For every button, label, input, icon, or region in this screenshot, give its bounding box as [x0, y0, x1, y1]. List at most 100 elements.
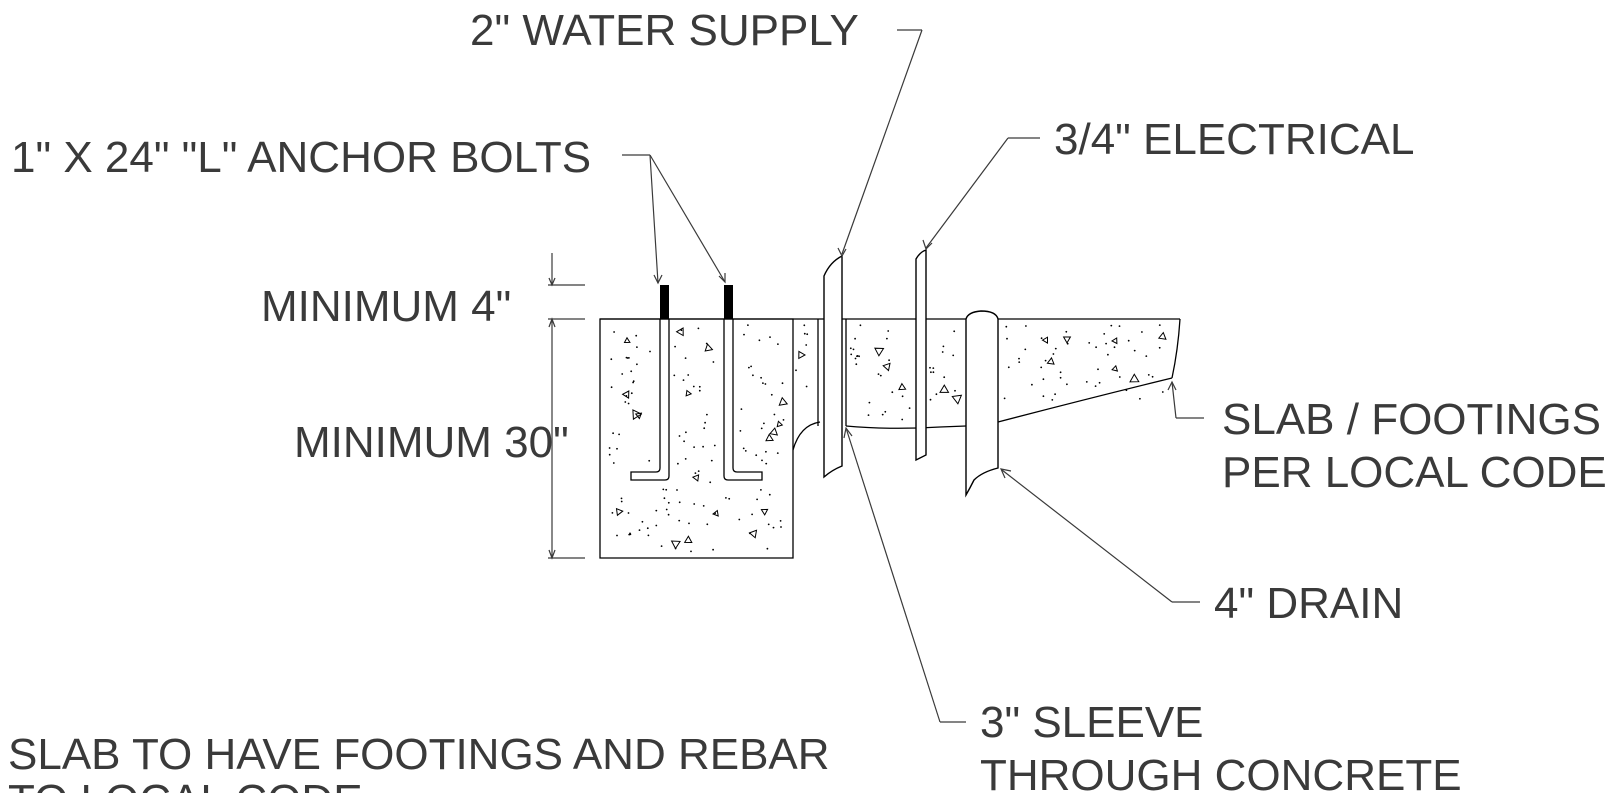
label-drain: 4" DRAIN — [1214, 579, 1403, 628]
concrete-speck — [748, 366, 750, 369]
concrete-speck — [698, 389, 701, 392]
concrete-speck — [953, 330, 956, 333]
concrete-speck — [1105, 342, 1107, 345]
concrete-speck — [693, 446, 695, 448]
concrete-speck — [758, 339, 761, 342]
concrete-speck — [850, 353, 853, 356]
concrete-speck — [710, 459, 713, 462]
label-slab-footings-line2: PER LOCAL CODE — [1222, 448, 1607, 497]
concrete-speck — [780, 526, 782, 528]
concrete-speck — [941, 351, 944, 353]
concrete-speck — [763, 422, 765, 425]
sleeve-3in — [817, 319, 847, 426]
aggregate-triangle — [778, 396, 789, 406]
concrete-speck — [1110, 324, 1113, 327]
concrete-speck — [1118, 325, 1121, 327]
concrete-speck — [942, 345, 945, 348]
concrete-speck — [760, 489, 762, 491]
concrete-speck — [856, 355, 858, 358]
concrete-speck — [687, 374, 690, 376]
label-sleeve-line2: THROUGH CONCRETE — [980, 751, 1462, 793]
concrete-speck — [626, 357, 629, 359]
concrete-speck — [765, 450, 767, 453]
concrete-speck — [683, 440, 685, 443]
concrete-speck — [702, 445, 704, 448]
aggregate-triangle — [874, 347, 885, 357]
concrete-speck — [770, 393, 773, 396]
concrete-speck — [648, 459, 651, 462]
label-minimum-4: MINIMUM 4" — [261, 282, 511, 331]
concrete-speck — [779, 520, 782, 522]
aggregate-triangle — [765, 433, 774, 442]
concrete-speck — [1040, 366, 1043, 369]
concrete-speck — [1059, 371, 1062, 374]
concrete-speck — [1118, 376, 1121, 378]
electrical-conduit — [915, 249, 927, 462]
concrete-speck — [755, 454, 758, 457]
concrete-speck — [1151, 375, 1154, 378]
concrete-speck — [952, 354, 955, 357]
aggregate-triangle — [1110, 337, 1118, 345]
concrete-speck — [1042, 395, 1045, 398]
concrete-slab-footing — [599, 318, 1181, 559]
aggregate-triangle — [632, 409, 643, 421]
concrete-speck — [765, 462, 768, 465]
concrete-speck — [930, 371, 932, 374]
concrete-speck — [760, 376, 762, 379]
water-supply-pipe — [823, 254, 843, 479]
concrete-speck — [677, 462, 679, 465]
leader-water-supply — [837, 29, 923, 258]
concrete-speck — [891, 391, 894, 394]
concrete-speck — [1018, 361, 1021, 363]
concrete-speck — [663, 497, 666, 500]
concrete-speck — [1085, 381, 1088, 383]
concrete-speck — [954, 389, 956, 392]
label-electrical: 3/4" ELECTRICAL — [1054, 115, 1414, 164]
concrete-speck — [706, 413, 708, 416]
concrete-speck — [676, 489, 678, 491]
aggregate-triangle — [621, 390, 630, 399]
label-slab-footings-line1: SLAB / FOOTINGS — [1222, 395, 1601, 444]
concrete-speck — [688, 522, 690, 525]
concrete-speck — [725, 497, 727, 499]
concrete-speck — [879, 374, 882, 377]
concrete-speck — [674, 345, 676, 348]
concrete-speck — [1088, 342, 1091, 344]
concrete-speck — [1066, 383, 1068, 386]
concrete-speck — [612, 432, 614, 435]
concrete-speck — [932, 367, 935, 369]
concrete-speck — [1145, 355, 1148, 357]
dimension-minimum-4 — [548, 253, 585, 287]
concrete-speck — [1133, 349, 1136, 352]
concrete-speck — [682, 379, 685, 381]
concrete-speck — [1095, 346, 1097, 349]
concrete-speck — [877, 373, 880, 375]
aggregate-triangle — [1046, 356, 1055, 365]
concrete-speck — [1031, 383, 1033, 386]
concrete-speck — [1018, 357, 1020, 360]
concrete-speck — [616, 447, 618, 450]
concrete-speck — [1025, 325, 1027, 327]
concrete-speck — [742, 447, 745, 450]
concrete-speck — [747, 324, 749, 326]
concrete-speck — [704, 421, 706, 424]
concrete-speck — [655, 524, 658, 527]
aggregate-triangle — [939, 384, 950, 393]
concrete-speck — [773, 413, 776, 416]
concrete-speck — [929, 398, 932, 401]
concrete-speck — [739, 430, 742, 432]
concrete-speck — [1044, 359, 1047, 362]
concrete-speck — [738, 518, 741, 521]
concrete-speck — [943, 376, 946, 379]
concrete-speck — [1007, 366, 1010, 369]
concrete-speck — [886, 337, 888, 340]
concrete-speck — [901, 418, 904, 421]
concrete-speck — [803, 324, 806, 327]
slab-bottom-curve — [985, 377, 1173, 427]
concrete-speck — [887, 330, 890, 332]
concrete-speck — [901, 395, 904, 398]
concrete-speck — [868, 401, 871, 404]
concrete-speck — [655, 509, 658, 512]
concrete-speck — [693, 503, 696, 505]
aggregate-triangle — [951, 394, 963, 405]
